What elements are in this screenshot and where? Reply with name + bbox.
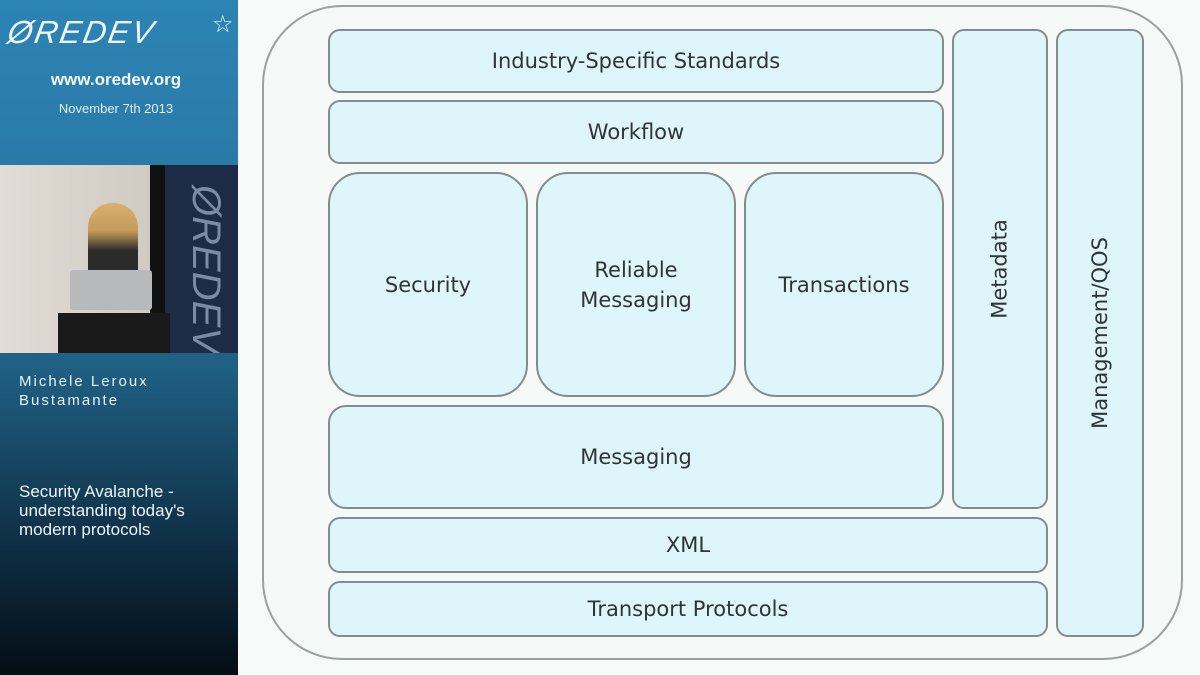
- box-metadata: Metadata: [952, 29, 1048, 509]
- podium: [58, 313, 170, 353]
- label: Transport Protocols: [587, 597, 789, 621]
- label-line2: Messaging: [580, 287, 692, 312]
- box-industry-standards: Industry-Specific Standards: [328, 29, 944, 93]
- label: Transactions: [778, 272, 910, 297]
- label: Messaging: [580, 445, 692, 469]
- label-line1: Reliable: [594, 257, 678, 282]
- speaker-video: ØREDEV: [0, 165, 238, 353]
- sidebar: ØREDEV ☆ www.oredev.org November 7th 201…: [0, 0, 238, 675]
- talk-title: Security Avalanche - understanding today…: [19, 482, 185, 539]
- banner-logo: ØREDEV: [184, 185, 228, 353]
- label: XML: [665, 533, 711, 557]
- label: Workflow: [587, 120, 685, 144]
- box-workflow: Workflow: [328, 100, 944, 164]
- laptop: [70, 270, 152, 310]
- box-security: Security: [328, 172, 528, 397]
- box-xml: XML: [328, 517, 1048, 573]
- oredev-logo: ØREDEV: [4, 14, 159, 50]
- label: Industry-Specific Standards: [491, 49, 781, 73]
- speaker-figure: [88, 203, 138, 283]
- box-transport-protocols: Transport Protocols: [328, 581, 1048, 637]
- label: Security: [384, 272, 472, 297]
- box-transactions: Transactions: [744, 172, 944, 397]
- video-shadow: [150, 165, 165, 353]
- speaker-name: Michele Leroux Bustamante: [19, 372, 149, 410]
- box-messaging: Messaging: [328, 405, 944, 509]
- website-url: www.oredev.org: [50, 70, 182, 89]
- speaker-name-line2: Bustamante: [19, 392, 120, 409]
- label: Metadata: [988, 219, 1013, 319]
- box-management-qos: Management/QOS: [1056, 29, 1144, 637]
- label: Management/QOS: [1088, 237, 1112, 429]
- speaker-name-line1: Michele Leroux: [19, 373, 149, 390]
- video-banner: ØREDEV: [165, 165, 238, 353]
- event-date: November 7th 2013: [58, 101, 174, 116]
- star-icon: ☆: [212, 10, 234, 38]
